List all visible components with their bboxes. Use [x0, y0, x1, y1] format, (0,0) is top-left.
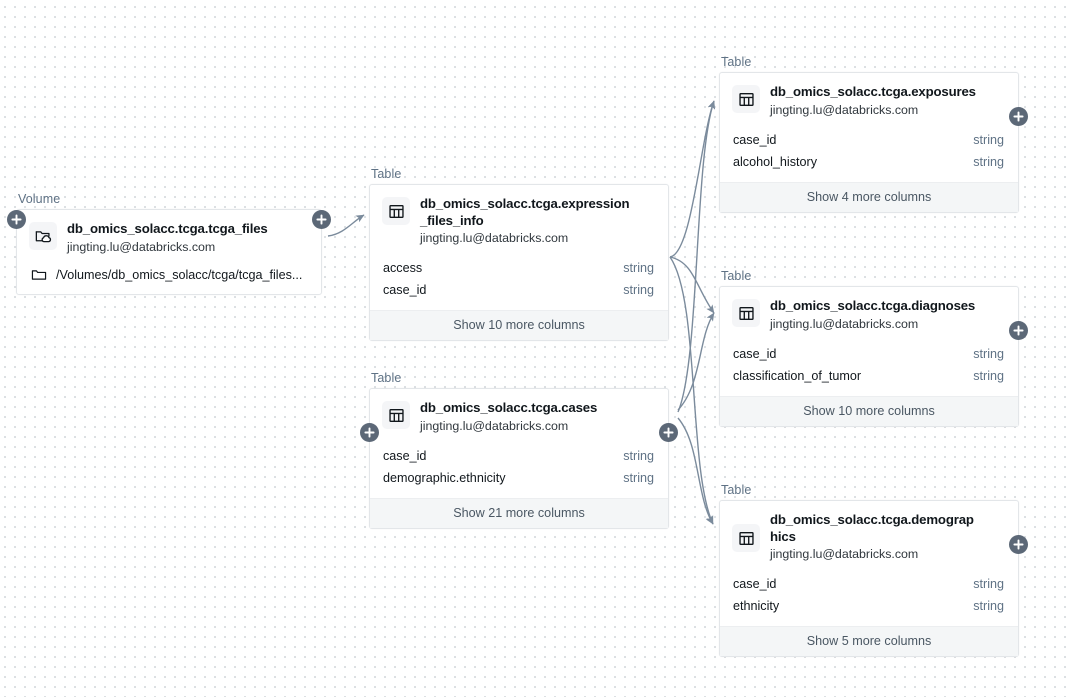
entity-owner: jingting.lu@databricks.com: [420, 231, 569, 245]
entity-owner: jingting.lu@databricks.com: [770, 547, 919, 561]
column-type: string: [623, 283, 654, 297]
column-row[interactable]: ethnicity string: [720, 595, 1018, 617]
table-icon: [732, 85, 760, 113]
column-type: string: [973, 132, 1004, 147]
show-more-columns-button[interactable]: Show 21 more columns: [370, 497, 668, 528]
column-row[interactable]: case_id string: [720, 343, 1018, 365]
node-card-exposures[interactable]: db_omics_solacc.tcga.exposures jingting.…: [719, 72, 1028, 213]
edge-cases-to-demographics: [677, 417, 714, 525]
column-row[interactable]: case_id string: [720, 573, 1018, 595]
connection-handle-left-tcga_files[interactable]: [7, 210, 26, 229]
table-icon: [732, 524, 760, 552]
column-type: string: [973, 346, 1004, 361]
column-name: case_id: [733, 132, 777, 147]
node-header: db_omics_solacc.tcga.cases jingting.lu@d…: [370, 389, 668, 442]
column-name: access: [383, 261, 423, 275]
node-kind-label: Table: [721, 55, 752, 69]
column-type: string: [973, 577, 1004, 591]
entity-owner: jingting.lu@databricks.com: [420, 418, 569, 433]
column-row[interactable]: case_id string: [370, 445, 668, 467]
column-list: case_id string alcohol_history string: [720, 126, 1018, 182]
column-type: string: [973, 368, 1004, 383]
edge-cases-to-diagnoses: [677, 312, 715, 411]
node-card-diagnoses[interactable]: db_omics_solacc.tcga.diagnoses jingting.…: [719, 286, 1028, 427]
column-row[interactable]: case_id string: [370, 279, 668, 301]
node-header: db_omics_solacc.tcga.tcga_files jingting…: [17, 210, 321, 263]
node-header: db_omics_solacc.tcga.diagnoses jingting.…: [720, 287, 1018, 340]
entity-owner: jingting.lu@databricks.com: [67, 239, 216, 254]
connection-handle-left-cases[interactable]: [360, 423, 379, 442]
connection-handle-right-diagnoses[interactable]: [1009, 321, 1028, 340]
node-expression_files_info[interactable]: Table db_omics_solacc.tcga.expression_fi…: [369, 167, 669, 341]
column-list: case_id string ethnicity string: [720, 570, 1018, 626]
column-row[interactable]: demographic.ethnicity string: [370, 467, 668, 489]
connection-handle-right-exposures[interactable]: [1009, 107, 1028, 126]
entity-owner: jingting.lu@databricks.com: [770, 102, 919, 117]
node-card-cases[interactable]: db_omics_solacc.tcga.cases jingting.lu@d…: [360, 388, 678, 529]
table-icon: [732, 299, 760, 327]
table-icon: [382, 401, 410, 429]
column-row[interactable]: alcohol_history string: [720, 151, 1018, 173]
column-type: string: [623, 261, 654, 275]
column-name: alcohol_history: [733, 154, 818, 169]
node-tcga_files[interactable]: Volume: [7, 192, 331, 295]
show-more-columns-button[interactable]: Show 5 more columns: [720, 626, 1018, 656]
column-name: case_id: [383, 448, 427, 463]
node-exposures[interactable]: Table db_omics_solacc.tcga.exposures: [719, 55, 1028, 213]
entity-name: db_omics_solacc.tcga.expression_files_in…: [420, 196, 630, 228]
column-type: string: [973, 154, 1004, 169]
entity-owner: jingting.lu@databricks.com: [770, 316, 919, 331]
connection-handle-right-demographics[interactable]: [1009, 535, 1028, 554]
edge-tcga_files-to-expression_files_info: [327, 214, 365, 237]
node-kind-label: Volume: [18, 192, 61, 206]
entity-name: db_omics_solacc.tcga.exposures: [770, 84, 976, 99]
node-diagnoses[interactable]: Table db_omics_solacc.tcga.diagnoses: [719, 269, 1028, 427]
column-name: case_id: [733, 577, 777, 591]
volume-path-row[interactable]: /Volumes/db_omics_solacc/tcga/tcga_files…: [17, 263, 321, 294]
edge-expression_files_info-to-demographics: [669, 256, 714, 525]
show-more-columns-button[interactable]: Show 10 more columns: [720, 395, 1018, 426]
node-kind-label: Table: [721, 269, 752, 283]
column-name: ethnicity: [733, 599, 780, 613]
node-header: db_omics_solacc.tcga.expression_files_in…: [370, 185, 668, 254]
connection-handle-right-tcga_files[interactable]: [312, 210, 331, 229]
connection-handle-right-cases[interactable]: [659, 423, 678, 442]
entity-name: db_omics_solacc.tcga.tcga_files: [67, 221, 268, 236]
node-kind-label: Table: [371, 167, 402, 181]
column-row[interactable]: access string: [370, 257, 668, 279]
node-header: db_omics_solacc.tcga.demographics jingti…: [720, 501, 1018, 570]
edge-expression_files_info-to-diagnoses: [669, 256, 715, 314]
column-list: access string case_id string: [370, 254, 668, 310]
edge-cases-to-exposures: [677, 100, 716, 413]
column-name: demographic.ethnicity: [383, 470, 506, 485]
entity-name: db_omics_solacc.tcga.cases: [420, 400, 598, 415]
node-card-tcga_files[interactable]: db_omics_solacc.tcga.tcga_files jingting…: [7, 209, 331, 295]
entity-name: db_omics_solacc.tcga.demographics: [770, 512, 974, 544]
show-more-columns-button[interactable]: Show 4 more columns: [720, 181, 1018, 212]
node-header: db_omics_solacc.tcga.exposures jingting.…: [720, 73, 1018, 126]
table-icon: [382, 197, 410, 225]
column-name: case_id: [733, 346, 777, 361]
column-name: classification_of_tumor: [733, 368, 862, 383]
volume-folder-cloud-icon: [29, 222, 57, 250]
edge-expression_files_info-to-exposures: [669, 100, 715, 258]
folder-icon: [31, 267, 47, 283]
node-cases[interactable]: Table: [360, 371, 678, 529]
show-more-columns-button[interactable]: Show 10 more columns: [370, 310, 668, 340]
column-row[interactable]: case_id string: [720, 129, 1018, 151]
volume-path-text: /Volumes/db_omics_solacc/tcga/tcga_files…: [56, 267, 303, 282]
entity-name: db_omics_solacc.tcga.diagnoses: [770, 298, 976, 313]
node-demographics[interactable]: Table db_omics_solacc.tcga.demographics: [719, 483, 1028, 657]
column-list: case_id string demographic.ethnicity str…: [370, 442, 668, 498]
column-name: case_id: [383, 283, 427, 297]
column-type: string: [623, 470, 654, 485]
node-card-expression_files_info[interactable]: db_omics_solacc.tcga.expression_files_in…: [369, 184, 669, 341]
node-card-demographics[interactable]: db_omics_solacc.tcga.demographics jingti…: [719, 500, 1028, 657]
column-row[interactable]: classification_of_tumor string: [720, 365, 1018, 387]
column-type: string: [973, 599, 1004, 613]
column-list: case_id string classification_of_tumor s…: [720, 340, 1018, 396]
column-type: string: [623, 448, 654, 463]
node-kind-label: Table: [371, 371, 402, 385]
node-kind-label: Table: [721, 483, 752, 497]
